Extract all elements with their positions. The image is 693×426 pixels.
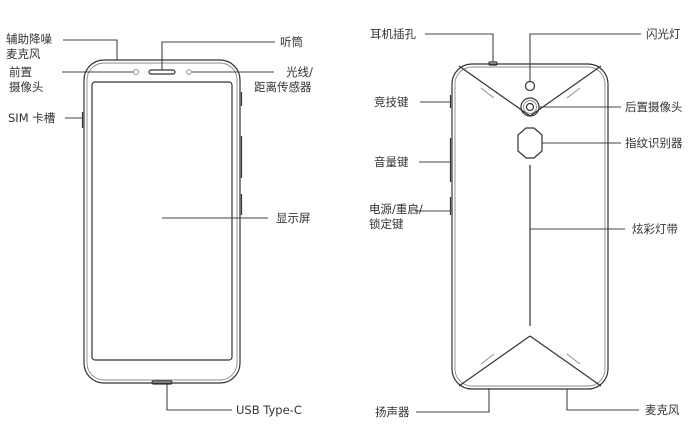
label-earpiece: 听筒 bbox=[280, 35, 303, 49]
label-display: 显示屏 bbox=[276, 211, 311, 225]
label-rear-camera: 后置摄像头 bbox=[625, 100, 683, 114]
front-phone-body bbox=[83, 59, 241, 384]
bottom-right-accent bbox=[566, 353, 581, 365]
top-right-accent bbox=[566, 87, 581, 99]
label-sensor-line2: 距离传感器 bbox=[254, 80, 312, 94]
leader-earpiece bbox=[161, 41, 275, 70]
label-power-key-line2: 锁定键 bbox=[369, 217, 404, 231]
label-sensor: 光线/ 距离传感器 bbox=[254, 65, 317, 94]
label-headphone-jack: 耳机插孔 bbox=[370, 27, 416, 41]
bottom-left-accent bbox=[480, 353, 495, 365]
rear-camera-ring-inner bbox=[523, 100, 537, 114]
front-phone-inner-edge bbox=[86, 62, 238, 381]
label-power-key-line1: 电源/重启/ bbox=[369, 202, 423, 216]
flash-led bbox=[524, 80, 536, 92]
label-mic-noise-line2: 麦克风 bbox=[6, 47, 41, 61]
top-left-accent bbox=[480, 87, 495, 99]
label-sensor-line1: 光线/ bbox=[286, 65, 313, 79]
earpiece-grille bbox=[148, 69, 176, 75]
leader-headphone-jack bbox=[425, 33, 494, 62]
label-light-strip: 炫彩灯带 bbox=[632, 222, 678, 236]
label-mic-noise: 辅助降噪 麦克风 bbox=[6, 32, 56, 61]
light-sensor bbox=[186, 69, 192, 75]
leader-mic bbox=[566, 389, 639, 411]
usb-port bbox=[151, 380, 173, 385]
rear-camera-lens bbox=[525, 102, 535, 112]
leader-speaker bbox=[416, 388, 490, 413]
leader-flash bbox=[529, 33, 641, 81]
fingerprint-sensor bbox=[517, 127, 543, 159]
label-flash: 闪光灯 bbox=[646, 27, 681, 41]
label-fingerprint: 指纹识别器 bbox=[625, 136, 683, 150]
back-view: 耳机插孔 闪光灯 竞技键 后置摄像头 指纹识别器 音量键 电源/重启/ 锁定键 … bbox=[369, 27, 683, 419]
label-front-camera: 前置 摄像头 bbox=[9, 65, 44, 94]
leader-usb bbox=[166, 384, 232, 411]
label-power-key: 电源/重启/ 锁定键 bbox=[369, 202, 426, 231]
label-front-camera-line1: 前置 bbox=[9, 65, 32, 79]
back-bottom-v-right bbox=[529, 335, 602, 387]
label-game-key: 竞技键 bbox=[374, 95, 409, 109]
front-camera-lens bbox=[132, 68, 140, 76]
back-bottom-v-left bbox=[458, 335, 531, 387]
back-top-v-right bbox=[529, 65, 602, 117]
label-volume-key: 音量键 bbox=[374, 155, 409, 169]
label-mic: 麦克风 bbox=[645, 403, 680, 417]
front-display-area bbox=[91, 81, 233, 361]
back-top-v-left bbox=[458, 65, 531, 117]
label-front-camera-line2: 摄像头 bbox=[9, 80, 44, 94]
label-speaker: 扬声器 bbox=[375, 405, 410, 419]
label-usb: USB Type-C bbox=[236, 403, 302, 417]
label-sim-slot: SIM 卡槽 bbox=[8, 111, 56, 125]
label-mic-noise-line1: 辅助降噪 bbox=[6, 32, 52, 46]
front-view: 辅助降噪 麦克风 前置 摄像头 SIM 卡槽 听筒 光线/ 距离传感器 显示屏 … bbox=[6, 32, 317, 417]
leader-mic-noise bbox=[63, 39, 118, 60]
